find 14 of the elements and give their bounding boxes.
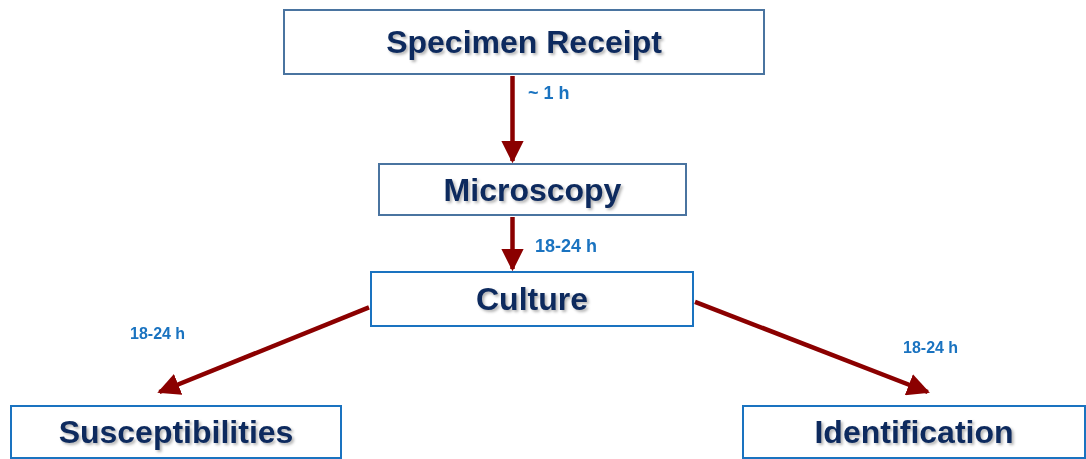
arrow: [501, 76, 524, 164]
box-label: Identification: [814, 416, 1014, 448]
box-label: Specimen Receipt: [386, 26, 662, 58]
arrow: [501, 217, 524, 272]
arrow: [694, 299, 930, 396]
box-label: Microscopy: [443, 173, 622, 206]
arrow: [157, 305, 370, 395]
box-label: Culture: [476, 283, 588, 315]
box-label: Susceptibilities: [58, 416, 294, 448]
process-box: [370, 271, 694, 327]
process-box: [378, 163, 687, 216]
process-box: [742, 405, 1086, 459]
process-box: [10, 405, 342, 459]
process-box: [283, 9, 765, 75]
